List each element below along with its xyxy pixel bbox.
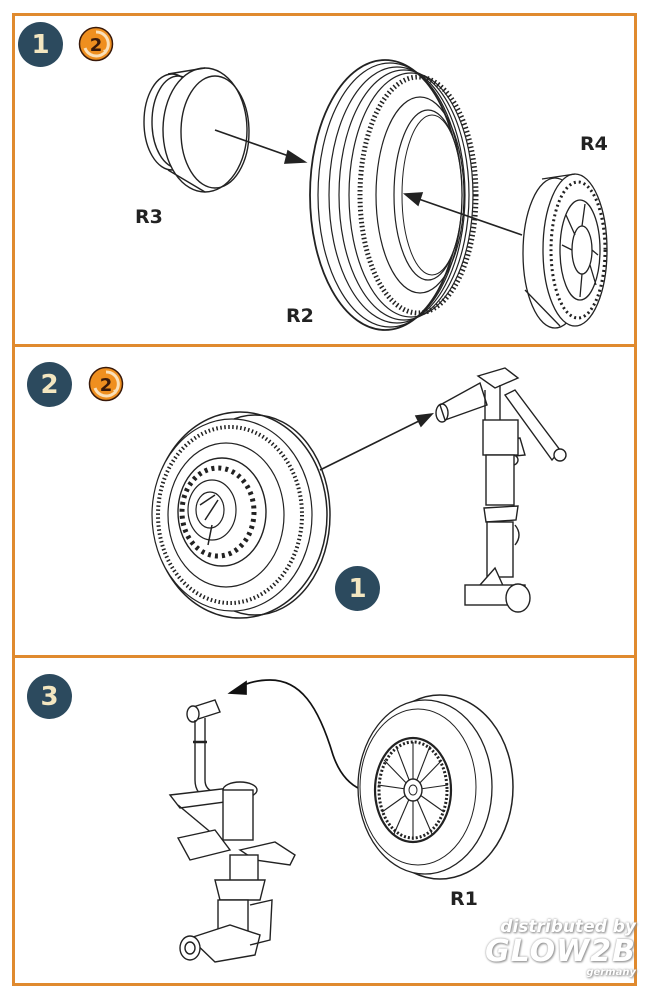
part-r3-drawing [143, 67, 250, 193]
instruction-frame [12, 13, 637, 986]
main-strut-drawing [168, 699, 296, 963]
step-1-badge: 1 [18, 22, 63, 67]
panel-divider-2 [12, 655, 637, 658]
step-1-number: 1 [31, 29, 50, 60]
watermark-country: germany [586, 967, 636, 978]
arrow-r4-to-r2 [402, 192, 523, 236]
panel-divider-1 [12, 344, 637, 347]
subassembly-ref-number: 1 [348, 573, 367, 604]
step-2-number: 2 [40, 369, 59, 400]
svg-text:2: 2 [100, 375, 113, 396]
part-r1-drawing [357, 694, 514, 880]
part-r2-drawing [309, 59, 479, 331]
step-2-badge: 2 [27, 362, 72, 407]
part-label-r1: R1 [450, 888, 478, 910]
repeat-x2-icon: 2 [88, 366, 124, 402]
part-label-r4: R4 [580, 133, 608, 155]
subassembly-ref-badge: 1 [335, 566, 380, 611]
part-label-r2: R2 [286, 305, 314, 327]
part-label-r3: R3 [135, 206, 163, 228]
repeat-x2-icon: 2 [78, 26, 114, 62]
distributor-watermark: distributed by GLOW2B germany [485, 917, 636, 978]
step-1-illustration [143, 59, 608, 331]
watermark-distributed-by: distributed by [500, 917, 636, 937]
arrow-wheel-to-strut [319, 412, 435, 471]
step-3-badge: 3 [27, 674, 72, 719]
svg-text:2: 2 [90, 35, 103, 56]
step-3-number: 3 [40, 681, 59, 712]
arrow-r3-to-r2 [214, 129, 308, 164]
part-r4-drawing [522, 173, 608, 329]
watermark-brand: GLOW2B [484, 934, 636, 969]
landing-strut-drawing [435, 367, 567, 613]
assembled-wheel-drawing [151, 411, 331, 619]
